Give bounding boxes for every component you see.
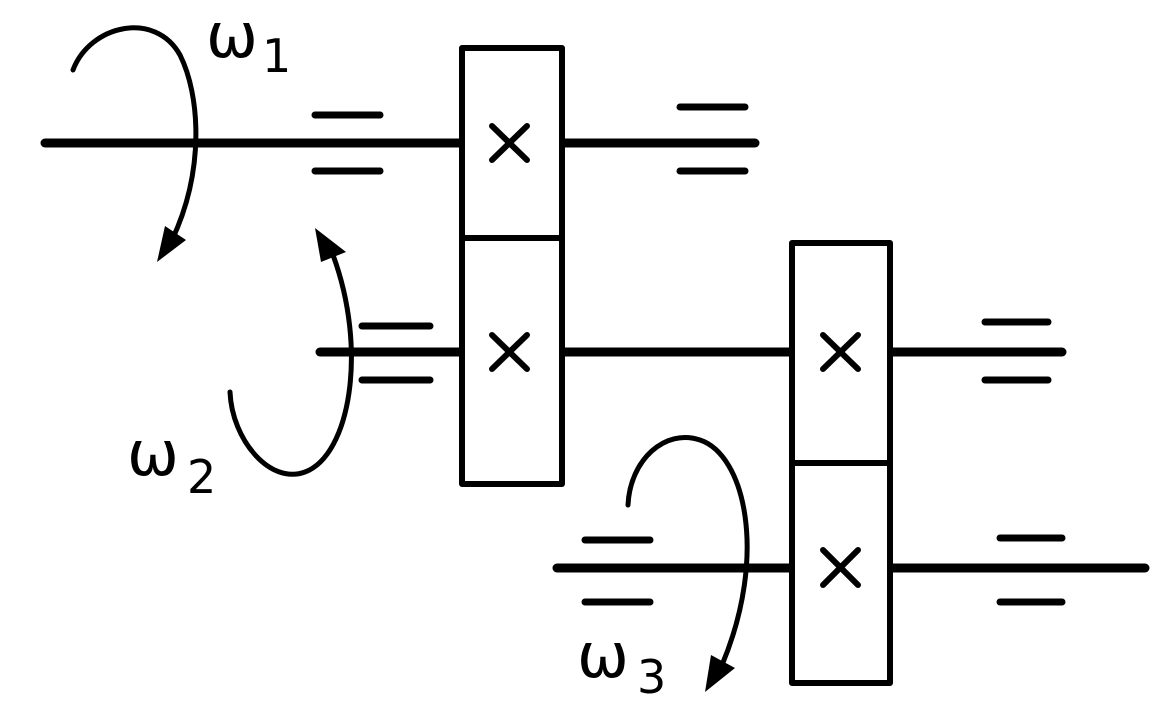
gear-pair-2 xyxy=(789,240,893,686)
omega-3-symbol: ω xyxy=(577,619,629,692)
omega-3-label: ω 3 xyxy=(577,619,666,704)
omega-2-label: ω 2 xyxy=(127,417,216,504)
shaft-2 xyxy=(315,318,1067,384)
gear-4-x-mark xyxy=(820,547,861,588)
shaft-1 xyxy=(40,103,760,175)
bearing-3-left xyxy=(581,536,654,606)
omega-2-symbol: ω xyxy=(127,417,179,490)
omega-1-subscript: 1 xyxy=(262,29,291,83)
rotation-arrow-2 xyxy=(227,228,354,477)
omega-2-subscript: 2 xyxy=(187,450,216,504)
gear-2-x-mark xyxy=(489,332,530,372)
bearing-2-left xyxy=(358,322,434,384)
rotation-arrow-1 xyxy=(70,25,199,262)
gear-pair-1-outline xyxy=(459,45,565,487)
bearing-1-left xyxy=(311,111,384,175)
bearing-3-right xyxy=(996,534,1066,606)
bearing-1-right xyxy=(676,103,749,175)
rotation-arrow-3 xyxy=(625,435,750,692)
omega-3-subscript: 3 xyxy=(637,650,666,704)
gear-3-x-mark xyxy=(820,332,861,372)
omega-1-symbol: ω xyxy=(206,0,258,72)
gear-1-x-mark xyxy=(489,123,530,163)
bearing-2-right xyxy=(981,318,1052,384)
gear-pair-1 xyxy=(459,45,565,487)
shaft-3 xyxy=(552,534,1150,606)
omega-1-label: ω 1 xyxy=(206,0,291,83)
